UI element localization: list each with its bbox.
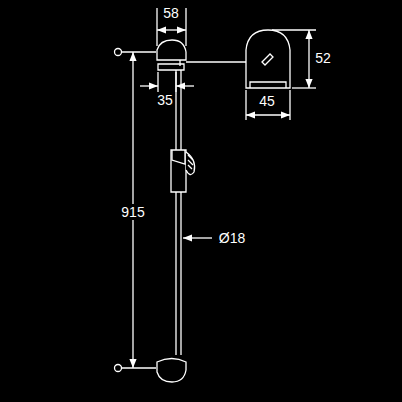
top-bracket	[157, 40, 186, 60]
dimension-label: Ø18	[218, 230, 246, 246]
end-cap	[246, 30, 290, 88]
dimension-label: 45	[258, 93, 276, 109]
dimension-label: 58	[162, 5, 180, 21]
rail	[180, 68, 181, 355]
dimension-label: 35	[156, 92, 174, 108]
rail	[175, 68, 176, 355]
cap-slot	[262, 54, 273, 65]
dimension-label: 915	[120, 204, 145, 220]
bottom-bracket	[157, 359, 186, 383]
dimension-label: 52	[314, 50, 332, 66]
slider	[171, 150, 186, 192]
slider-knob	[186, 152, 195, 175]
